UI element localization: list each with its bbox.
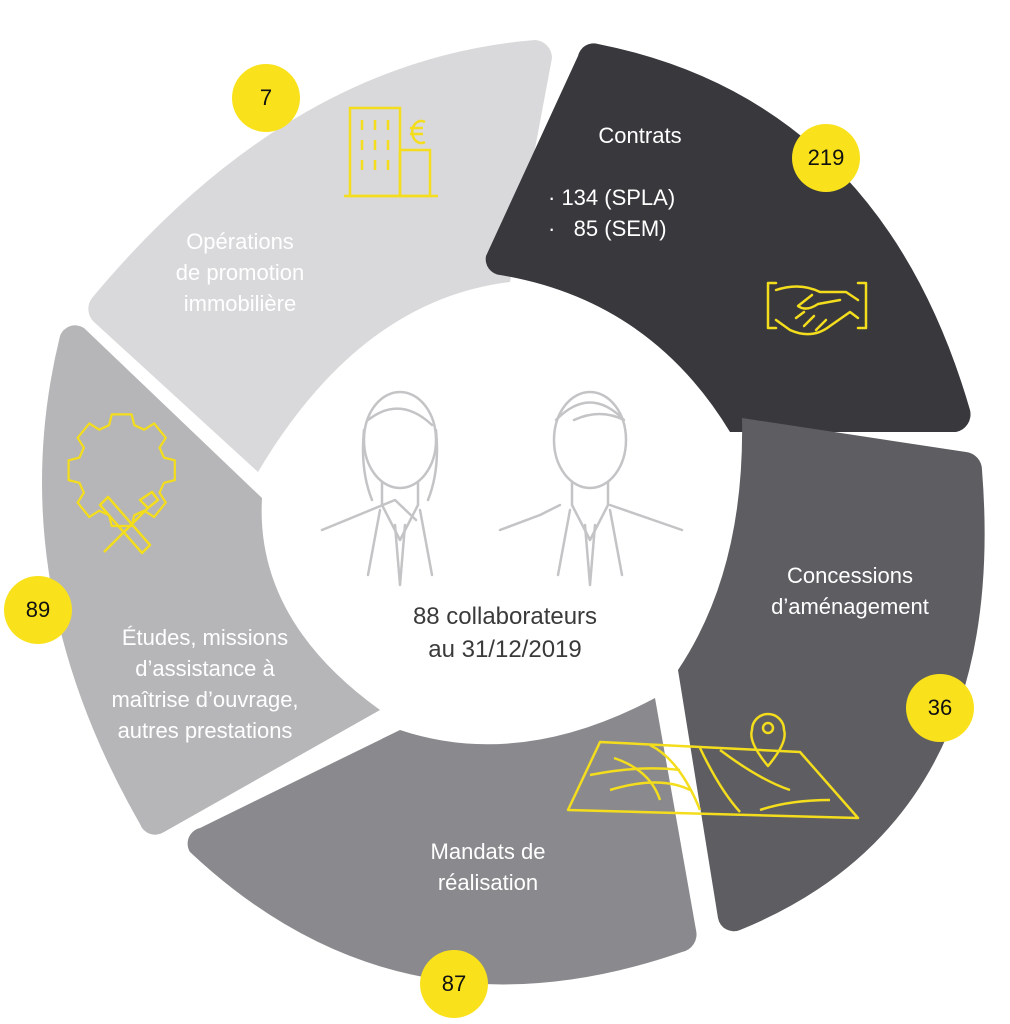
etudes-line-3: maîtrise d’ouvrage,: [111, 687, 299, 712]
contrats-item-1: · 134 (SPLA): [548, 185, 676, 210]
segment-etudes: [42, 325, 380, 835]
segment-operations: [88, 40, 552, 472]
operations-line-3: immobilière: [183, 291, 297, 316]
handshake-icon: [766, 281, 868, 336]
badge-concessions: 36: [906, 674, 974, 742]
collaborators-icon: [320, 390, 684, 587]
operations-line-2: de promotion: [175, 260, 305, 285]
etudes-line-1: Études, missions: [121, 625, 289, 650]
center-label: 88 collaborateurs au 31/12/2019: [345, 600, 665, 666]
segment-contrats: [485, 43, 971, 433]
concessions-line-2: d’aménagement: [771, 594, 929, 619]
badge-etudes: 89: [4, 576, 72, 644]
mandats-line-2: réalisation: [437, 870, 539, 895]
building-euro-icon: [344, 106, 438, 198]
etudes-line-2: d’assistance à: [135, 656, 275, 681]
contrats-items: · 134 (SPLA) · 85 (SEM): [548, 182, 708, 244]
contrats-title: Contrats: [598, 123, 682, 148]
etudes-line-4: autres prestations: [117, 718, 293, 743]
segment-mandats: [187, 698, 697, 985]
operations-label: Opérations de promotion immobilière: [140, 226, 340, 319]
badge-contrats: 219: [792, 124, 860, 192]
concessions-line-1: Concessions: [787, 563, 913, 588]
segment-concessions: [678, 418, 985, 932]
mandats-label: Mandats de réalisation: [398, 836, 578, 898]
badge-operations: 7: [232, 64, 300, 132]
mandats-line-1: Mandats de: [430, 839, 546, 864]
center-line-2: au 31/12/2019: [428, 636, 582, 663]
concessions-label: Concessions d’aménagement: [740, 560, 960, 622]
etudes-label: Études, missions d’assistance à maîtrise…: [85, 622, 325, 746]
badge-mandats: 87: [420, 950, 488, 1018]
operations-line-1: Opérations: [186, 229, 294, 254]
map-pin-icon: [566, 712, 860, 820]
gear-tools-icon: [67, 413, 176, 555]
center-line-1: 88 collaborateurs: [412, 603, 598, 630]
contrats-item-2: · 85 (SEM): [548, 216, 667, 241]
